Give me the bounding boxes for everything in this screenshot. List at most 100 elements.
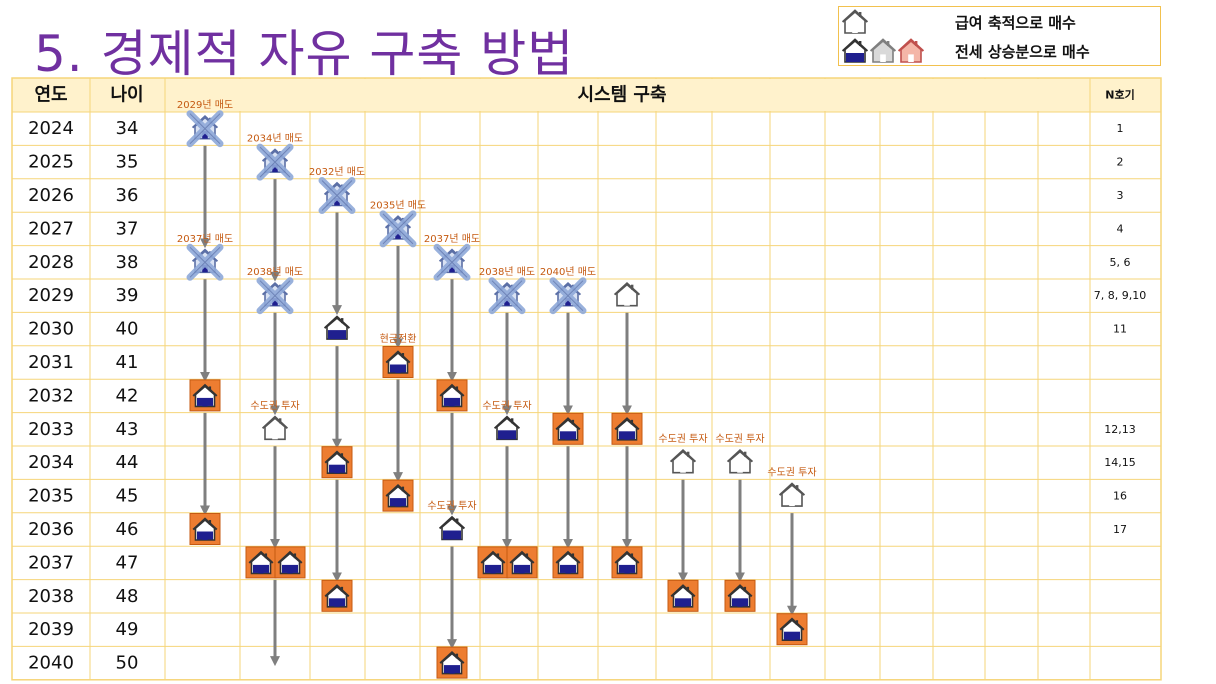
house-orange-icon [552, 546, 584, 579]
house-navy-crossed-icon [433, 243, 471, 281]
legend-icons [841, 9, 925, 63]
house-outline-icon [726, 448, 754, 474]
cell-n: 5, 6 [1110, 256, 1131, 269]
chain-column: 수도권 투자 [715, 433, 765, 612]
event-label: 수도권 투자 [482, 400, 531, 412]
house-outline-icon [778, 482, 806, 507]
house-orange-icon [436, 646, 468, 679]
house-navy-crossed-icon [256, 277, 294, 315]
legend: 급여 축적으로 매수 전세 상승분으로 매수 [838, 6, 1161, 66]
house-orange-icon [776, 613, 808, 646]
cell-age: 48 [116, 586, 139, 607]
cell-year: 2027 [28, 218, 74, 239]
house-navy-crossed-icon [186, 243, 224, 281]
house-outline-icon [669, 448, 697, 474]
cell-year: 2029 [28, 285, 74, 306]
cell-year: 2038 [28, 586, 74, 607]
cell-age: 42 [116, 385, 139, 406]
chain-column: 2029년 매도 2037년 매도 [177, 99, 233, 545]
cell-year: 2026 [28, 185, 74, 206]
house-orange-icon [189, 513, 221, 545]
event-label: 2040년 매도 [540, 266, 596, 278]
cell-year: 2039 [28, 619, 74, 640]
cell-n: 7, 8, 9,10 [1094, 289, 1146, 302]
legend-text-jeonse: 전세 상승분으로 매수 [955, 43, 1090, 61]
header-system: 시스템 구축 [577, 85, 666, 106]
header-n: N호기 [1105, 88, 1134, 102]
house-orange-icon [436, 379, 468, 412]
cell-age: 36 [116, 185, 139, 206]
cell-age: 35 [116, 152, 139, 173]
cell-n: 16 [1113, 490, 1127, 503]
event-label: 2029년 매도 [177, 99, 233, 111]
cell-age: 46 [116, 519, 139, 540]
event-label: 현금전환 [380, 333, 417, 345]
house-navy-crossed-icon [186, 110, 224, 148]
cell-year: 2032 [28, 385, 74, 406]
chain-column: 수도권 투자 [658, 433, 708, 612]
cell-n: 11 [1113, 323, 1127, 336]
cell-year: 2031 [28, 352, 74, 373]
cell-year: 2036 [28, 519, 74, 540]
cell-year: 2033 [28, 419, 74, 440]
cell-age: 45 [116, 486, 139, 507]
cell-n: 4 [1117, 222, 1124, 235]
cell-n: 3 [1117, 189, 1124, 202]
house-orange-icon [667, 579, 699, 612]
cell-n: 17 [1113, 523, 1127, 536]
cell-year: 2030 [28, 319, 74, 340]
chain-column: 2040년 매도 [540, 266, 596, 579]
cell-year: 2024 [28, 118, 74, 139]
cell-age: 49 [116, 619, 139, 640]
cell-age: 38 [116, 252, 139, 273]
event-label: 2038년 매도 [479, 266, 535, 278]
cell-year: 2034 [28, 452, 74, 473]
house-orange-icon [189, 379, 221, 412]
event-label: 2034년 매도 [247, 133, 303, 145]
chain-column: 수도권 투자 [767, 467, 817, 646]
cell-n: 2 [1117, 156, 1124, 169]
cell-age: 34 [116, 118, 139, 139]
chain-column [611, 281, 643, 579]
cell-year: 2028 [28, 252, 74, 273]
cell-year: 2040 [28, 653, 74, 674]
house-orange-icon [477, 546, 509, 579]
house-orange-icon [611, 412, 643, 445]
house-navy-crossed-icon [318, 177, 356, 214]
cell-age: 40 [116, 319, 139, 340]
event-label: 수도권 투자 [427, 500, 476, 512]
house-orange-icon [321, 579, 353, 612]
house-orange-icon [382, 346, 414, 378]
house-orange-icon [506, 546, 538, 579]
house-navy-crossed-icon [379, 210, 417, 248]
house-orange-icon [724, 579, 756, 612]
cell-age: 43 [116, 419, 139, 440]
house-outline-icon [261, 415, 289, 441]
house-orange-icon [382, 479, 414, 512]
cell-age: 47 [116, 552, 139, 573]
house-orange-icon [611, 546, 643, 579]
house-navy-crossed-icon [488, 277, 526, 315]
header-year: 연도 [34, 85, 67, 106]
header-age: 나이 [110, 85, 143, 106]
house-navy-icon [493, 415, 521, 441]
cell-year: 2037 [28, 552, 74, 573]
event-label: 2037년 매도 [177, 233, 233, 245]
house-navy-icon [438, 515, 466, 541]
cell-year: 2035 [28, 486, 74, 507]
house-pink-icon [897, 38, 925, 63]
house-gray-icon [869, 38, 897, 63]
cell-age: 37 [116, 218, 139, 239]
house-navy-crossed-icon [549, 277, 587, 315]
cell-year: 2025 [28, 152, 74, 173]
page-title: 5. 경제적 자유 구축 방법 [34, 25, 575, 83]
house-orange-icon [274, 546, 306, 579]
house-navy-icon [841, 38, 869, 63]
cell-age: 44 [116, 452, 139, 473]
house-navy-crossed-icon [256, 143, 294, 181]
